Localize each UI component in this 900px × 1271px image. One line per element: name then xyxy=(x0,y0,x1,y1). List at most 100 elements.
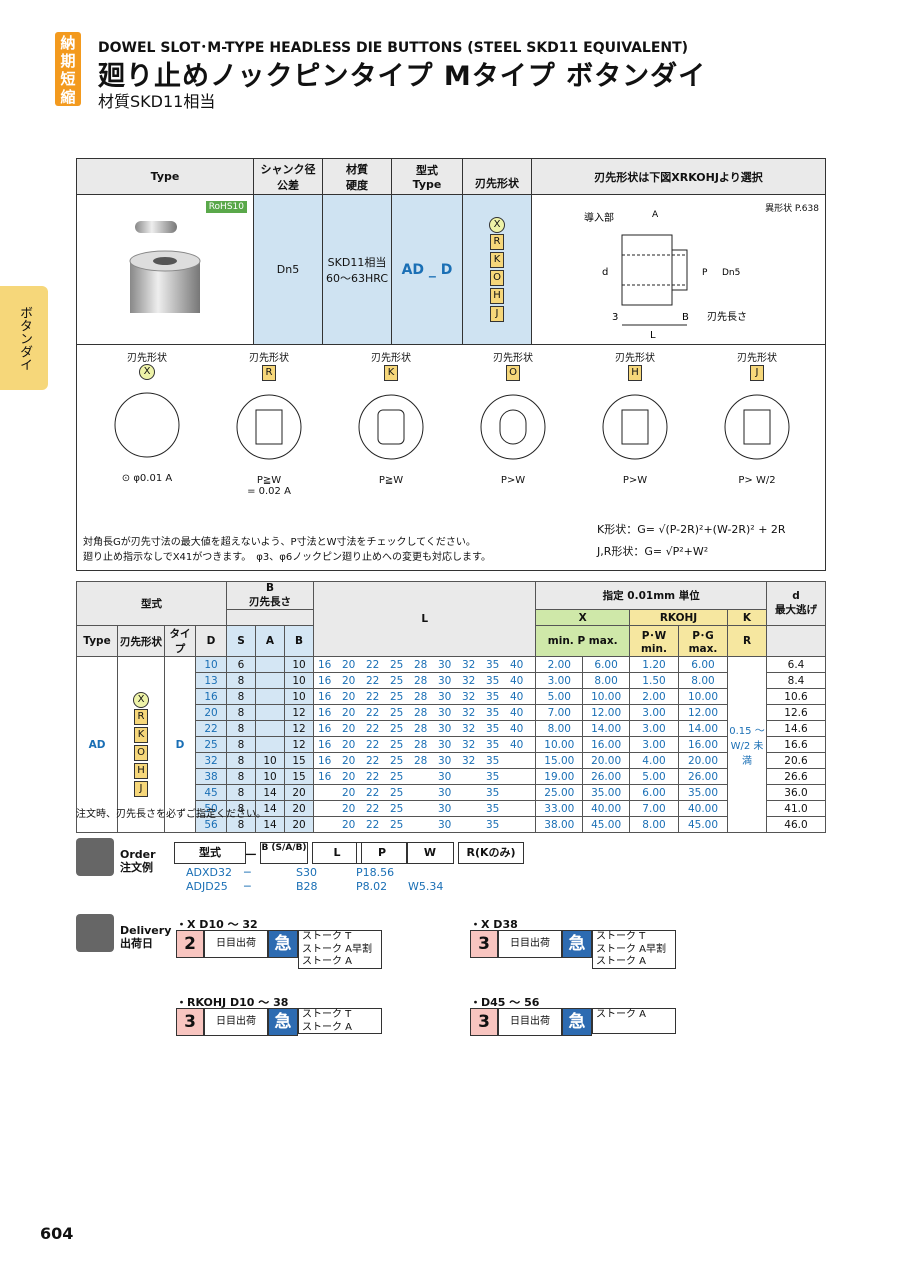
d-cell: 13 xyxy=(195,672,227,689)
l-value: 30 xyxy=(438,738,452,751)
b-cell: 15 xyxy=(284,752,314,769)
b-cell: 12 xyxy=(284,720,314,737)
b-cell: 15 xyxy=(284,768,314,785)
l-value: 16 xyxy=(318,674,332,687)
pw-cell: 4.00 xyxy=(629,752,679,769)
delivery-title: ・RKOHJ D10 ～ 38 xyxy=(176,996,289,1009)
pw-cell: 5.00 xyxy=(629,768,679,785)
page-number: 604 xyxy=(40,1224,74,1243)
l-value: 22 xyxy=(366,802,380,815)
l-value: 25 xyxy=(390,722,404,735)
side-tab[interactable]: ボタンダイ xyxy=(0,286,48,390)
a-label: A xyxy=(652,210,659,220)
l-value: 16 xyxy=(318,690,332,703)
pg-cell: 45.00 xyxy=(678,816,728,833)
l-value: 22 xyxy=(366,738,380,751)
xmax-cell: 10.00 xyxy=(582,688,630,705)
dmax-cell: 36.0 xyxy=(766,784,826,801)
material-subtitle: 材質SKD11相当 xyxy=(98,92,216,111)
l-value: 35 xyxy=(486,706,500,719)
s-cell: 8 xyxy=(226,768,256,785)
ex1-b: S30 xyxy=(296,866,317,879)
l-value: 30 xyxy=(438,770,452,783)
l-value: 22 xyxy=(366,754,380,767)
shape-h-icon: H xyxy=(490,287,504,304)
tol-header: 公差 xyxy=(277,178,299,192)
pg-col: P･G max. xyxy=(678,625,728,657)
pw-cell: 3.00 xyxy=(629,720,679,737)
l-value: 40 xyxy=(510,674,524,687)
pg-cell: 20.00 xyxy=(678,752,728,769)
a-cell xyxy=(255,704,285,721)
xmin-cell: 2.00 xyxy=(535,656,584,673)
l-value: 35 xyxy=(486,674,500,687)
three-label: 3 xyxy=(612,312,618,323)
b-header: B xyxy=(265,582,274,594)
shape-k-drawing xyxy=(358,394,424,460)
b-cell: 10 xyxy=(284,656,314,673)
delivery-text: 日目出荷 xyxy=(204,930,268,958)
l-value: 30 xyxy=(438,690,452,703)
blade-col: 刃先形状 xyxy=(117,625,165,657)
l-value: 30 xyxy=(438,802,452,815)
xmin-cell: 25.00 xyxy=(535,784,584,801)
xmin-cell: 15.00 xyxy=(535,752,584,769)
l-value: 32 xyxy=(462,722,476,735)
a-cell xyxy=(255,656,285,673)
r-col: R xyxy=(727,625,767,657)
blade-shape-header: 刃先形状 xyxy=(475,177,519,190)
stroke-item: ストーク T xyxy=(302,931,352,942)
xmin-cell: 33.00 xyxy=(535,800,584,817)
order-col-model: 型式 xyxy=(174,842,246,864)
stroke-item: ストーク A早割 xyxy=(302,943,373,955)
l-value: 20 xyxy=(342,786,356,799)
dmax-cell: 10.6 xyxy=(766,688,826,705)
truck-icon xyxy=(76,914,114,952)
rkohj-header: RKOHJ xyxy=(629,609,728,626)
s-cell: 8 xyxy=(226,688,256,705)
l-value: 35 xyxy=(486,786,500,799)
l-value: 25 xyxy=(390,802,404,815)
d-cell: 16 xyxy=(195,688,227,705)
b-cell: 12 xyxy=(284,736,314,753)
xmax-cell: 8.00 xyxy=(582,672,630,689)
stroke-item: ストーク A xyxy=(596,1009,647,1020)
shape-o-icon: O xyxy=(490,269,504,286)
dmax-cell: 12.6 xyxy=(766,704,826,721)
l-value: 30 xyxy=(438,706,452,719)
d-cell: 22 xyxy=(195,720,227,737)
l-value: 30 xyxy=(438,722,452,735)
shape-code: K xyxy=(384,365,398,381)
xmin-cell: 19.00 xyxy=(535,768,584,785)
d-cell: 38 xyxy=(195,768,227,785)
l-value: 22 xyxy=(366,690,380,703)
shape-tolerance: = 0.02 A xyxy=(247,486,291,497)
shape-code: H xyxy=(628,365,642,381)
a-col: A xyxy=(255,625,285,657)
stroke-item: ストーク A早割 xyxy=(596,943,667,955)
ex2-b: B28 xyxy=(296,880,318,893)
shape-tolerance: ⊙ φ0.01 A xyxy=(121,473,173,484)
shape-label: 刃先形状 xyxy=(127,353,167,364)
shape-r-drawing xyxy=(236,394,302,460)
xmax-cell: 12.00 xyxy=(582,704,630,721)
pg-cell: 12.00 xyxy=(678,704,728,721)
shape-code: J xyxy=(750,365,764,381)
model-type-header: Type xyxy=(412,178,442,191)
ex1-p: P18.56 xyxy=(356,866,395,879)
d-cell: 32 xyxy=(195,752,227,769)
hardness-value: 60～63HRC xyxy=(325,271,389,285)
spec-header: 指定 0.01mm 単位 xyxy=(535,581,767,610)
l-value: 35 xyxy=(486,658,500,671)
p-label: P xyxy=(702,268,708,278)
delivery-text: 日目出荷 xyxy=(498,1008,562,1036)
l-value: 22 xyxy=(366,706,380,719)
shape-r-icon: R xyxy=(490,233,504,250)
l-value: 20 xyxy=(342,802,356,815)
